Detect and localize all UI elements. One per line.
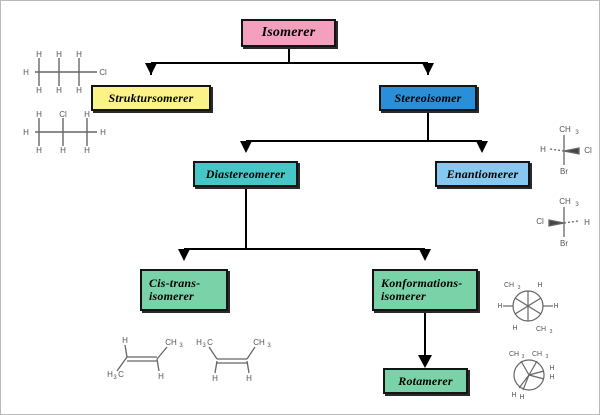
svg-text:3: 3 xyxy=(522,354,525,360)
svg-text:Cl: Cl xyxy=(59,110,67,119)
svg-text:Cl: Cl xyxy=(99,68,107,77)
svg-text:CH: CH xyxy=(253,338,265,347)
node-isomerer[interactable]: Isomerer xyxy=(241,19,336,47)
node-konformations-isomerer[interactable]: Konformations- isomerer xyxy=(372,269,478,311)
svg-text:3: 3 xyxy=(179,343,183,349)
svg-text:CH: CH xyxy=(559,125,571,134)
molecule-2-chloropropane: H HH ClH HH H xyxy=(23,110,106,155)
svg-text:H: H xyxy=(100,128,106,137)
svg-text:H: H xyxy=(76,50,82,59)
node-stereoisomer[interactable]: Stereoisomer xyxy=(379,85,477,111)
svg-text:H: H xyxy=(246,374,252,383)
molecule-newman-anti: CH 3 H H H H CH 3 xyxy=(497,282,558,335)
svg-text:CH: CH xyxy=(509,351,519,358)
svg-text:H: H xyxy=(549,374,554,381)
node-konformations-isomerer-label-line1: Konformations- xyxy=(381,276,463,291)
svg-text:CH: CH xyxy=(504,282,514,289)
node-cis-trans-isomerer-label-line1: Cis-trans- xyxy=(149,276,201,291)
node-cis-trans-isomerer-label-line2: isomerer xyxy=(149,289,194,303)
svg-text:H: H xyxy=(56,50,62,59)
svg-text:CH: CH xyxy=(165,338,177,347)
svg-text:CH: CH xyxy=(559,197,571,206)
svg-text:H: H xyxy=(23,128,29,137)
svg-text:H: H xyxy=(511,392,516,399)
svg-text:Br: Br xyxy=(560,167,568,176)
svg-text:Cl: Cl xyxy=(584,146,592,155)
svg-text:H: H xyxy=(158,372,164,381)
svg-text:H: H xyxy=(36,110,42,119)
node-isomerer-label: Isomerer xyxy=(261,24,316,40)
svg-text:C: C xyxy=(207,338,213,347)
svg-text:H: H xyxy=(584,218,590,227)
svg-text:H: H xyxy=(36,86,42,95)
svg-text:H: H xyxy=(84,110,90,119)
svg-text:3: 3 xyxy=(575,130,579,136)
svg-text:H: H xyxy=(549,365,554,372)
svg-text:3: 3 xyxy=(546,354,549,360)
svg-text:H: H xyxy=(196,338,202,347)
node-diastereomerer[interactable]: Diastereomerer xyxy=(193,161,298,187)
svg-text:H: H xyxy=(56,86,62,95)
svg-text:H: H xyxy=(107,370,113,379)
node-enantiomerer-label: Enantiomerer xyxy=(446,166,519,181)
svg-text:H: H xyxy=(36,146,42,155)
node-stereoisomer-label: Stereoisomer xyxy=(394,90,462,105)
molecule-enantiomer-r: CH 3 H Cl Br xyxy=(540,125,592,176)
svg-text:H: H xyxy=(36,50,42,59)
node-struktursomerer-label: Struktursomerer xyxy=(108,90,194,105)
node-diastereomerer-label: Diastereomerer xyxy=(205,166,286,181)
node-cis-trans-isomerer[interactable]: Cis-trans- isomerer xyxy=(140,269,228,311)
svg-text:C: C xyxy=(118,370,124,379)
node-struktursomerer[interactable]: Struktursomerer xyxy=(91,85,211,111)
svg-text:H: H xyxy=(540,145,546,154)
molecule-1-chloropropane: H HH HH HH Cl xyxy=(23,50,107,95)
svg-text:3: 3 xyxy=(550,329,553,335)
svg-text:H: H xyxy=(553,303,558,310)
molecule-enantiomer-s: CH 3 Cl H Br xyxy=(536,197,590,248)
node-konformations-isomerer-label-line2: isomerer xyxy=(381,289,426,303)
node-rotamerer[interactable]: Rotamerer xyxy=(383,368,468,394)
svg-text:H: H xyxy=(497,303,502,310)
svg-text:CH: CH xyxy=(532,351,542,358)
svg-text:3: 3 xyxy=(575,202,579,208)
svg-text:3: 3 xyxy=(267,343,271,349)
node-enantiomerer[interactable]: Enantiomerer xyxy=(435,161,530,187)
svg-text:H: H xyxy=(84,146,90,155)
svg-text:H: H xyxy=(512,325,517,332)
svg-text:H: H xyxy=(122,336,128,345)
svg-text:3: 3 xyxy=(202,343,206,349)
svg-text:H: H xyxy=(537,282,542,289)
svg-text:H: H xyxy=(23,68,29,77)
node-rotamerer-label: Rotamerer xyxy=(398,373,453,388)
svg-text:H: H xyxy=(60,146,66,155)
svg-text:H: H xyxy=(212,374,218,383)
svg-text:H: H xyxy=(76,86,82,95)
svg-text:3: 3 xyxy=(113,375,117,381)
svg-text:CH: CH xyxy=(536,326,546,333)
svg-text:H: H xyxy=(519,394,524,401)
svg-text:Cl: Cl xyxy=(536,217,544,226)
svg-text:3: 3 xyxy=(518,285,521,291)
svg-text:Br: Br xyxy=(560,239,568,248)
